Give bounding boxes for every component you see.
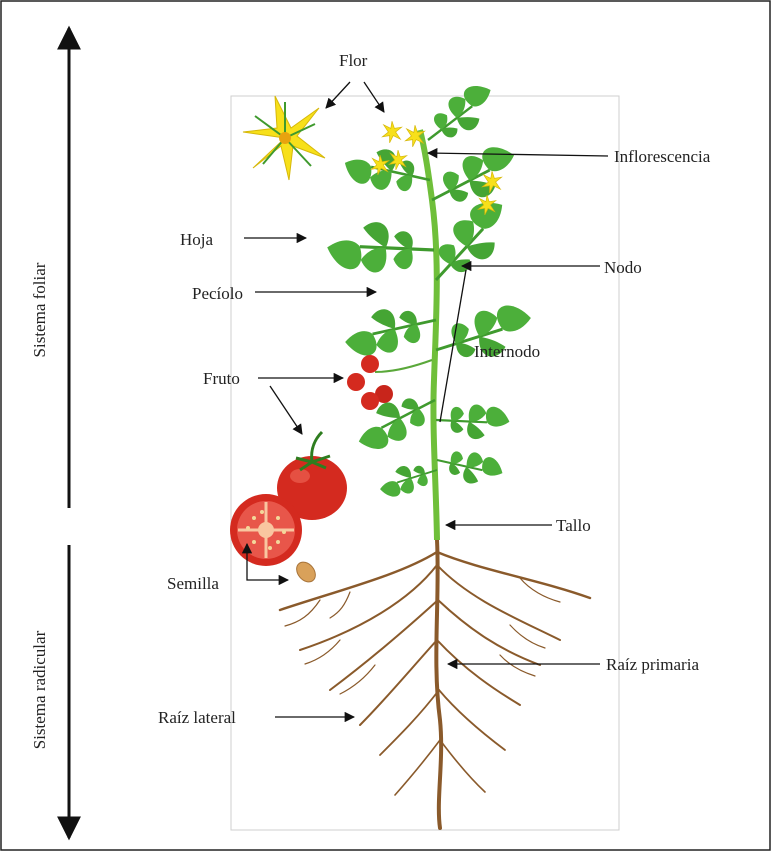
label-fruto: Fruto <box>203 369 240 388</box>
sistema-radicular-label: Sistema radicular <box>30 630 49 749</box>
label-tallo: Tallo <box>556 516 591 535</box>
label-raiz-lateral: Raíz lateral <box>158 708 236 727</box>
seed <box>293 558 319 585</box>
fruit-cluster <box>347 355 432 410</box>
root-system <box>280 540 590 828</box>
label-raiz-primaria: Raíz primaria <box>606 655 699 674</box>
label-hoja: Hoja <box>180 230 214 249</box>
label-flor: Flor <box>339 51 368 70</box>
label-semilla: Semilla <box>167 574 219 593</box>
label-internodo: Internodo <box>474 342 540 361</box>
sistema-foliar-label: Sistema foliar <box>30 262 49 357</box>
flower-detail <box>243 96 325 180</box>
label-nodo: Nodo <box>604 258 642 277</box>
leaves <box>324 79 536 499</box>
tomato-cut <box>230 494 302 566</box>
label-inflorescencia: Inflorescencia <box>614 147 711 166</box>
label-peciolo: Pecíolo <box>192 284 243 303</box>
image-frame <box>231 96 619 830</box>
